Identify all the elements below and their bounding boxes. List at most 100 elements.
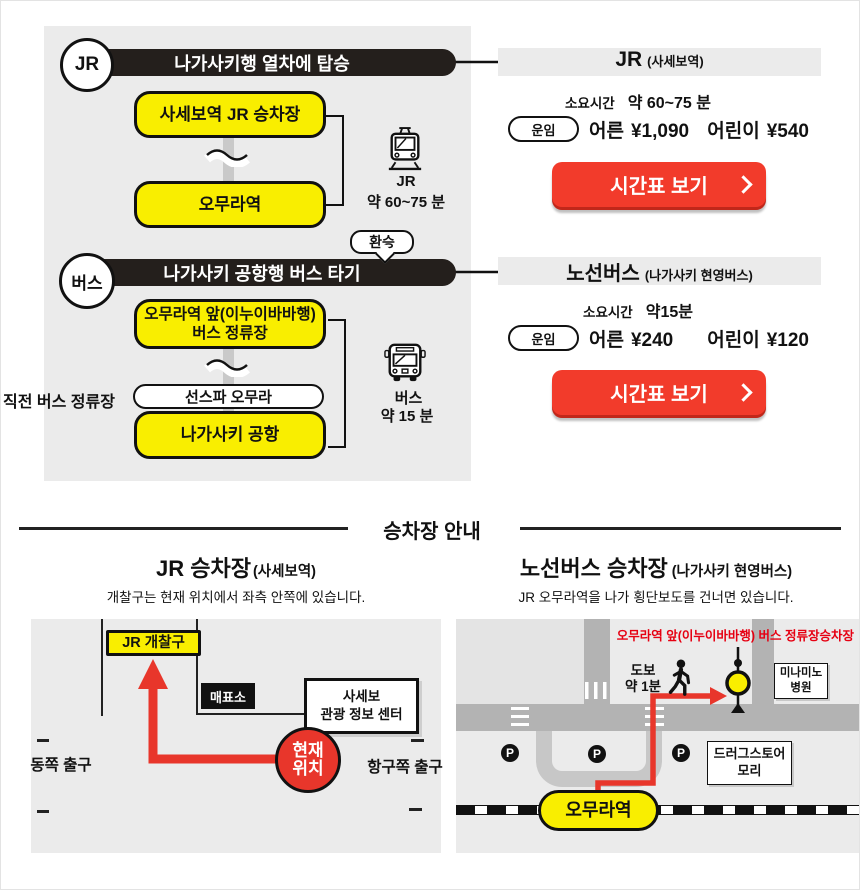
jr-adult-fare: ¥1,090	[630, 120, 690, 142]
wall-corner	[196, 619, 308, 715]
stop-sasebo-jr: 사세보역 JR 승차장	[134, 91, 326, 138]
info-center-box: 사세보 관광 정보 센터	[304, 678, 419, 734]
stop-sunspa-omura: 선스파 오무라	[133, 384, 324, 409]
chevron-right-icon	[734, 175, 753, 194]
east-exit-label: 동쪽 출구	[30, 757, 92, 774]
bus-bracket	[328, 319, 346, 448]
bus-timetable-button[interactable]: 시간표 보기	[552, 370, 766, 415]
jr-info-header: JR (사세보역)	[498, 48, 821, 76]
bus-map-subtitle: (나가사키 현영버스)	[671, 564, 793, 580]
door-tick	[37, 739, 49, 742]
drugstore-box: 드러그스토어 모리	[707, 741, 792, 785]
bus-time-label: 소요시간	[583, 305, 633, 320]
bus-child-label: 어린이	[707, 329, 760, 351]
section-title: 승차장 안내	[383, 521, 481, 543]
jr-banner-label: 나가사키행 열차에 탑승	[174, 53, 350, 74]
bus-connector	[223, 347, 234, 419]
crosswalk	[585, 682, 610, 699]
jr-fare-row: 어른 ¥1,090 어린이 ¥540	[589, 115, 809, 143]
parking-letter: P	[505, 746, 514, 760]
bus-icon	[384, 343, 426, 382]
ticket-office-label: 매표소	[210, 689, 246, 705]
jr-duration-label: 약 60~75 분	[366, 194, 446, 211]
bus-time-row: 소요시간 약15분	[508, 298, 768, 321]
door-tick	[411, 739, 424, 742]
jr-timetable-button[interactable]: 시간표 보기	[552, 162, 766, 207]
jr-info-title: JR	[615, 48, 643, 71]
bus-banner: 나가사키 공항행 버스 타기	[68, 259, 456, 286]
jr-time-label: 소요시간	[565, 96, 615, 111]
jr-map-subtitle: (사세보역)	[252, 564, 316, 580]
bus-info-header: 노선버스 (나가사키 현영버스)	[498, 257, 821, 285]
bus-banner-label: 나가사키 공항행 버스 타기	[163, 263, 361, 284]
bus-stop-sign-icon	[725, 647, 751, 713]
route-break-icon	[204, 149, 250, 167]
jr-fare-badge-label: 운임	[531, 122, 556, 138]
jr-timetable-button-label: 시간표 보기	[610, 176, 708, 198]
jr-child-fare: ¥540	[766, 120, 809, 142]
bus-timetable-button-label: 시간표 보기	[610, 384, 708, 406]
jr-info-subtitle: (사세보역)	[647, 54, 704, 69]
jr-time-value: 약 60~75 분	[627, 95, 711, 112]
bus-mode-badge: 버스	[59, 253, 115, 309]
prev-stop-label: 직전 버스 정류장	[3, 394, 115, 411]
jr-map-heading: JR 승차장 (사세보역)	[31, 551, 441, 583]
route-break-icon	[204, 359, 250, 377]
current-location-badge: 현재 위치	[275, 727, 341, 793]
route-arrow	[138, 659, 307, 764]
walk-time-label: 도보 약 1분	[620, 663, 666, 695]
jr-map-desc: 개찰구는 현재 위치에서 좌측 안쪽에 있습니다.	[106, 590, 366, 605]
stop-omura-station-label: 오무라역	[198, 194, 262, 214]
parking-icon: P	[672, 744, 690, 762]
bus-fare-row: 어른 ¥240 어린이 ¥120	[589, 324, 809, 352]
jr-mode-label: JR	[396, 173, 416, 190]
crosswalk	[511, 707, 529, 729]
bus-info-subtitle: (나가사키 현영버스)	[644, 268, 753, 283]
jr-gate-box: JR 개찰구	[106, 630, 201, 656]
divider-line-right	[520, 527, 841, 530]
parking-letter: P	[676, 746, 685, 760]
stop-omura-bus-stop-line1: 오무라역 앞(이누이바바행)	[144, 305, 316, 323]
stop-sasebo-jr-label: 사세보역 JR 승차장	[159, 104, 301, 124]
jr-mode-badge-label: JR	[74, 54, 100, 75]
hospital-box: 미나미노 병원	[774, 663, 828, 699]
bus-map-heading: 노선버스 승차장 (나가사키 현영버스)	[451, 551, 859, 583]
parking-icon: P	[588, 745, 606, 763]
stop-omura-station: 오무라역	[134, 181, 326, 228]
jr-fare-badge: 운임	[508, 116, 579, 142]
transfer-badge-label: 환승	[369, 234, 395, 250]
stop-nagasaki-airport-label: 나가사키 공항	[180, 425, 280, 445]
walking-person-icon	[668, 659, 691, 696]
hospital-line1: 미나미노	[779, 667, 823, 680]
drugstore-line1: 드러그스토어	[713, 746, 786, 762]
chevron-right-icon	[734, 383, 753, 402]
jr-station-map: JR 개찰구 매표소 사세보 관광 정보 센터 현재 위치 동쪽 출구 항구쪽 …	[30, 619, 443, 853]
jr-banner: 나가사키행 열차에 탑승	[68, 49, 456, 76]
stop-nagasaki-airport: 나가사키 공항	[134, 411, 326, 459]
bus-fare-badge-label: 운임	[531, 331, 556, 347]
bus-adult-fare: ¥240	[630, 329, 674, 351]
bus-stop-title: 오무라역 앞(이누이바바행) 버스 정류장승차장	[616, 629, 854, 643]
walk-time-line2: 약 1분	[624, 679, 662, 695]
stop-omura-bus-stop: 오무라역 앞(이누이바바행) 버스 정류장	[134, 299, 326, 349]
drugstore-line2: 모리	[737, 763, 762, 778]
parking-icon: P	[501, 744, 519, 762]
info-center-line1: 사세보	[342, 688, 381, 704]
door-tick	[409, 808, 422, 811]
jr-time-row: 소요시간 약 60~75 분	[508, 89, 768, 112]
wall-line	[101, 619, 103, 716]
info-center-line2: 관광 정보 센터	[320, 707, 403, 722]
parking-letter: P	[592, 747, 601, 761]
route-arrow	[595, 687, 727, 797]
bus-adult-label: 어른	[589, 329, 624, 351]
bus-child-fare: ¥120	[766, 329, 809, 351]
jr-child-label: 어린이	[707, 120, 760, 142]
current-location-line1: 현재	[292, 741, 324, 761]
ticket-office-box: 매표소	[201, 683, 255, 709]
bus-map-desc: JR 오무라역을 나가 횡단보도를 건너면 있습니다.	[518, 590, 794, 605]
stop-sunspa-omura-label: 선스파 오무라	[185, 389, 272, 406]
jr-adult-label: 어른	[589, 120, 624, 142]
jr-map-title: JR 승차장	[156, 556, 251, 581]
bus-info-title: 노선버스	[566, 263, 640, 285]
